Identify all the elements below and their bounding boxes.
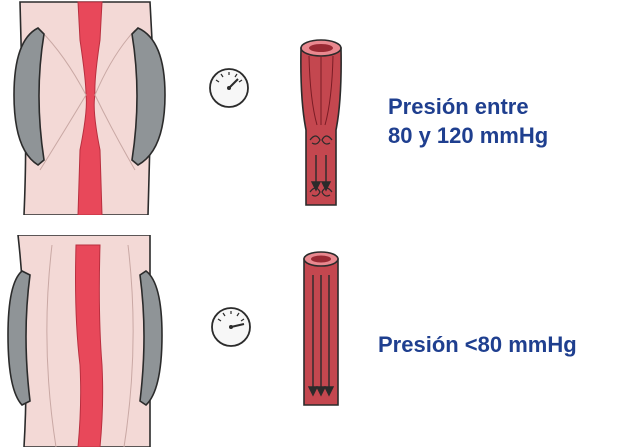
cuff-right-icon: [140, 271, 162, 405]
partial-compression-figure: [0, 0, 622, 215]
panel-partial-compression: Presión entre 80 y 120 mmHg: [0, 0, 622, 215]
caption-bottom: Presión <80 mmHg: [378, 330, 577, 360]
limb-cross-section: [18, 235, 150, 447]
flow-arrow-icon: [309, 275, 333, 395]
caption-top-line1: Presión entre: [388, 92, 529, 122]
artery-tube-turbulent: [301, 40, 341, 205]
pressure-gauge-icon: [210, 69, 248, 107]
cuff-right-icon: [132, 28, 165, 165]
caption-top-line2: 80 y 120 mmHg: [388, 121, 548, 151]
panel-open-artery: Presión <80 mmHg: [0, 235, 622, 447]
pressure-gauge-icon: [212, 308, 250, 346]
cuff-left-icon: [14, 28, 44, 165]
cuff-left-icon: [8, 271, 30, 405]
artery-tube-laminar: [304, 252, 338, 405]
